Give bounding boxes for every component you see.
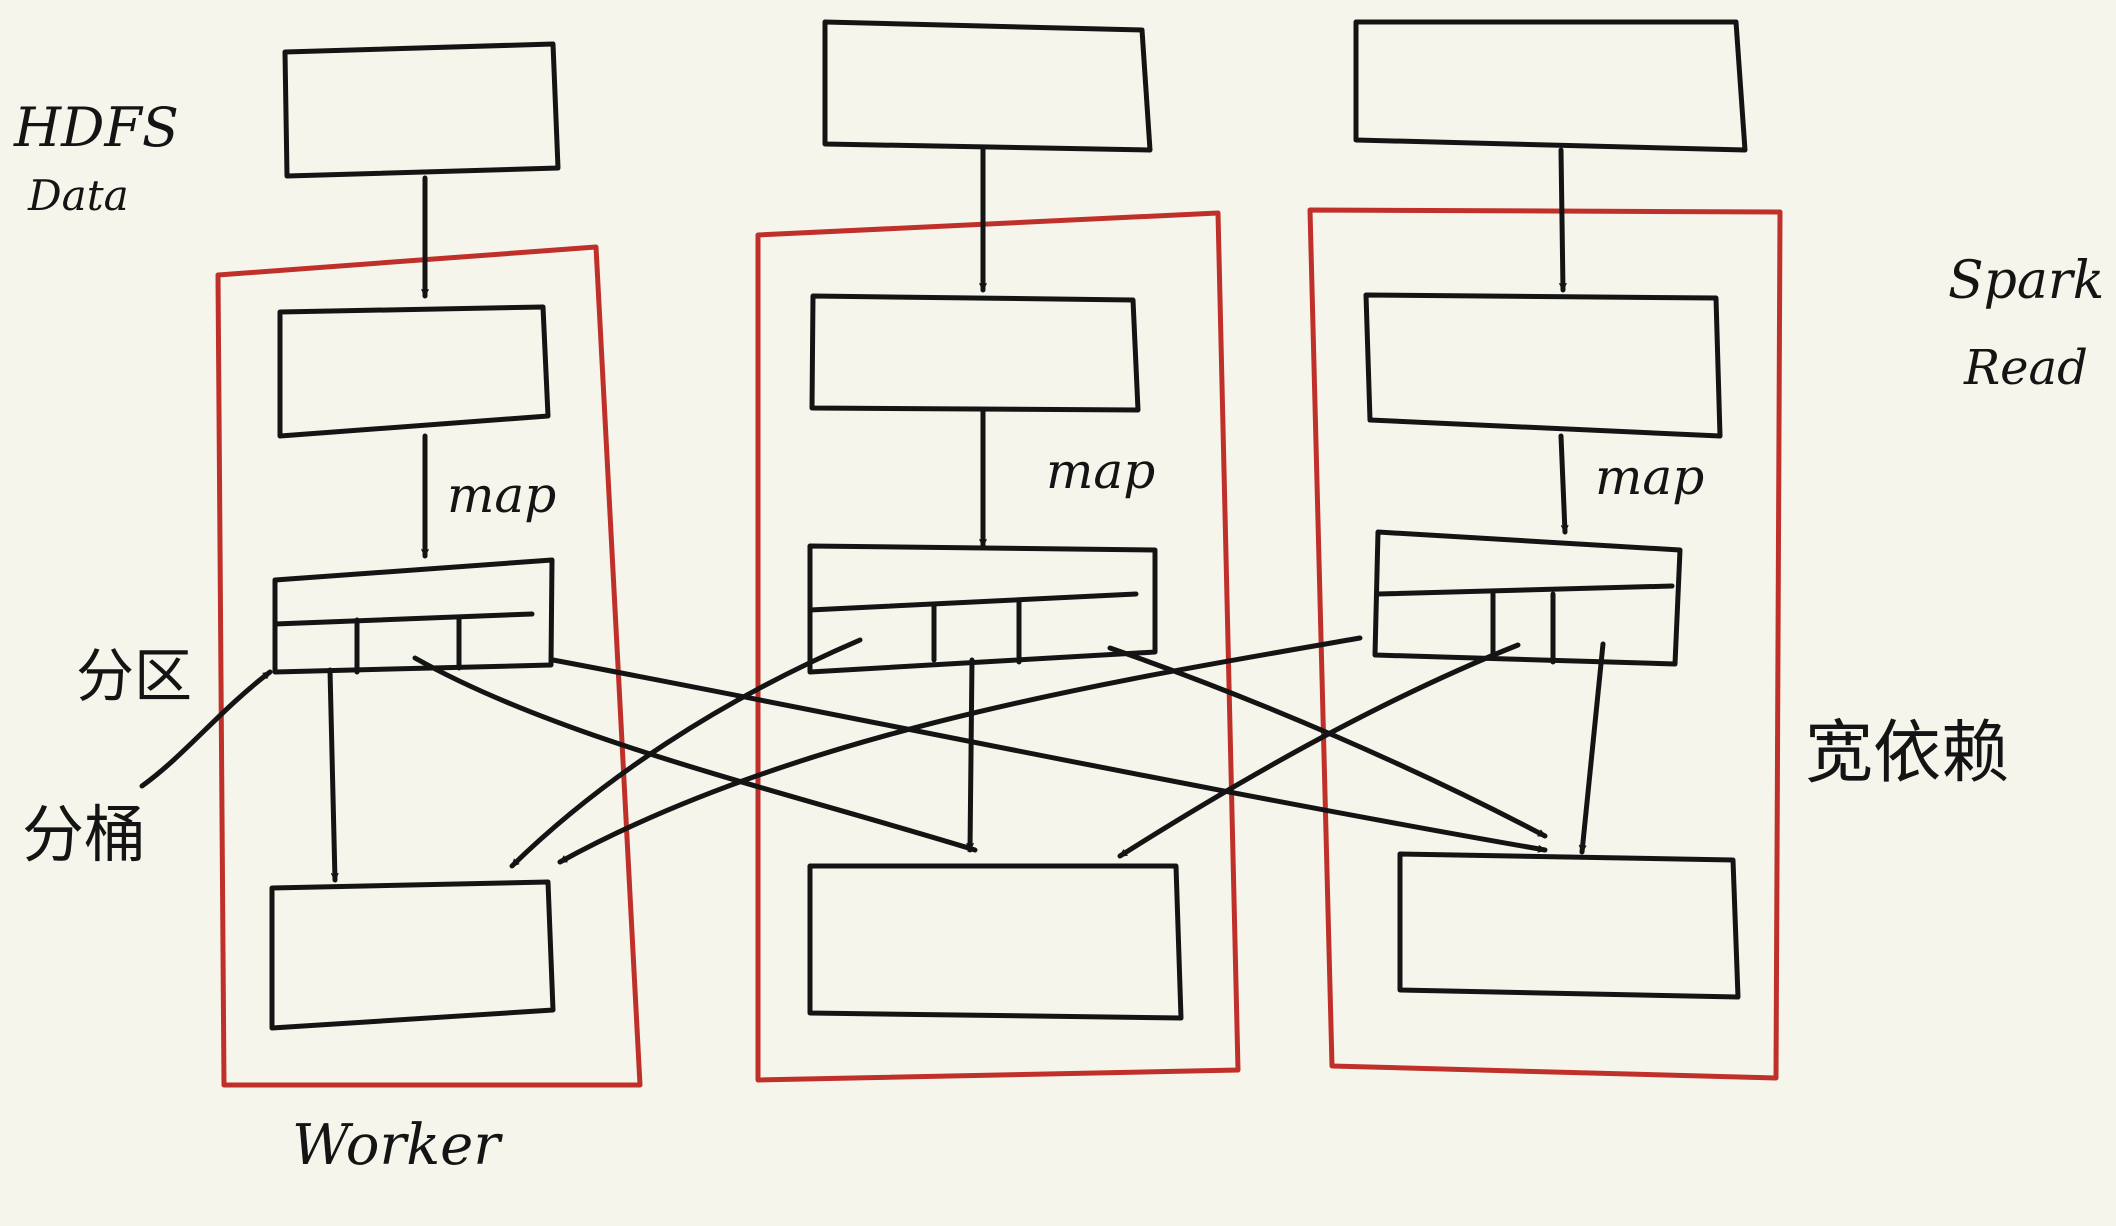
shuffle-arrow-1-to-2 [412,655,978,853]
map-arrow-3 [1558,433,1569,535]
worker-box-3 [1307,207,1783,1081]
shuffle-arrow-2-to-1 [509,637,863,869]
shuffle-arrow-3-to-2 [1117,642,1521,859]
map-label-2: map [1046,442,1155,500]
spark-label-line2: Read [1963,340,2088,396]
partition-block-1 [272,557,555,675]
output-block-1 [269,879,556,1031]
rdd-block-3 [1363,292,1723,439]
local-arrow-1 [327,667,339,883]
local-arrow-3 [1578,641,1606,855]
worker-label: Worker [292,1113,503,1178]
spark-label-line1: Spark [1948,251,2104,311]
map-label-3: map [1595,448,1704,506]
local-arrow-2 [966,657,975,853]
hdfs-label-line1: HDFS [13,96,179,159]
partition-block-2 [807,543,1158,675]
shuffle-arrow-1-to-3 [550,657,1548,853]
rdd-block-2 [809,293,1141,413]
hdfs-label-line2: Data [27,171,129,220]
shuffle-arrow-3-to-1 [557,635,1363,865]
hdfs-block-1 [282,41,561,179]
worker-box-2 [755,210,1241,1083]
map-label-1: map [447,466,556,524]
partition-label: 分区 [76,642,192,710]
worker-box-1 [215,244,643,1088]
bucket-label: 分桶 [22,798,146,871]
read-arrow-3 [1558,147,1567,293]
bucket-pointer-arrow [139,669,273,789]
hdfs-block-3 [1353,19,1748,153]
wide-dependency-label: 宽依赖 [1805,714,2009,793]
output-block-2 [807,863,1184,1021]
rdd-block-1 [277,304,551,439]
output-block-3 [1397,851,1741,1000]
hdfs-block-2 [822,19,1153,153]
partition-block-3 [1372,529,1683,667]
